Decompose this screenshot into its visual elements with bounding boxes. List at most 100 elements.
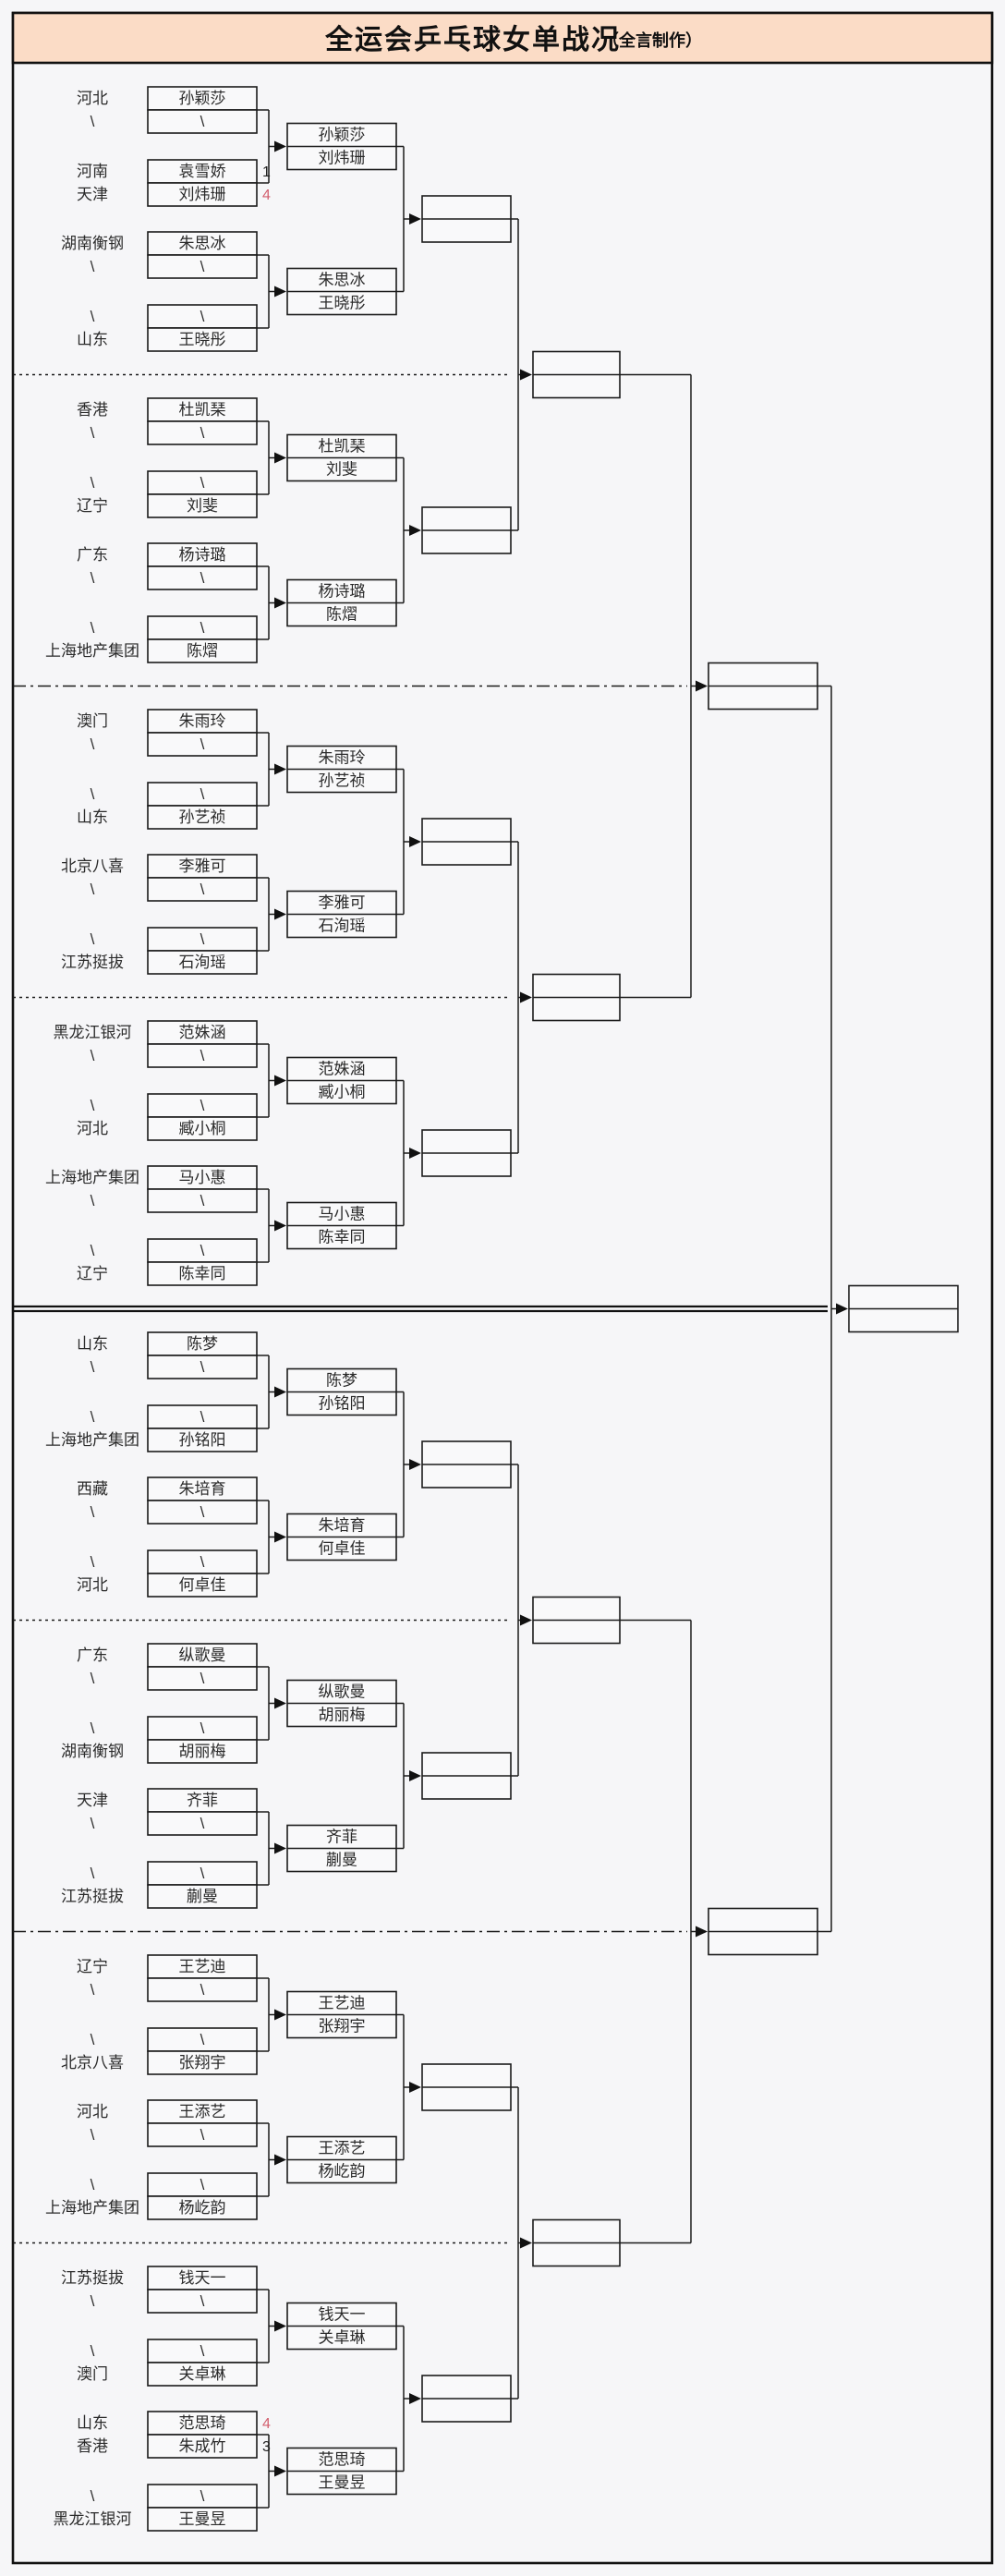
team-label: 江苏挺拔 [61, 954, 124, 971]
player-box [147, 470, 258, 495]
team-label: 香港 [77, 2437, 108, 2455]
arrowhead-icon [274, 597, 286, 609]
player-name: 马小惠 [179, 1169, 226, 1186]
player-box [147, 1977, 258, 2002]
player-box [147, 1788, 258, 1813]
arrowhead-icon [274, 2009, 286, 2021]
player-box [147, 420, 258, 445]
title-credit: （全言制作） [602, 30, 702, 50]
winner-name: 王添艺 [319, 2140, 366, 2157]
team-label: \ [91, 735, 95, 753]
player-name: \ [200, 1815, 205, 1832]
team-label: 河南 [77, 163, 108, 180]
player-box [147, 2339, 258, 2363]
player-box [147, 1020, 258, 1045]
player-name: \ [200, 1358, 205, 1376]
team-label: 河北 [77, 1120, 108, 1137]
team-label: 江苏挺拔 [61, 1888, 124, 1905]
team-label: 天津 [77, 1792, 108, 1809]
winner-name: 纵歌曼 [319, 1683, 366, 1701]
team-label: 上海地产集团 [45, 642, 139, 660]
team-label: \ [91, 785, 95, 803]
team-label: 香港 [77, 401, 108, 419]
player-box [147, 2362, 258, 2387]
player-box [147, 1861, 258, 1886]
player-name: 蒯曼 [187, 1888, 218, 1905]
title-bar [11, 11, 994, 65]
player-box [147, 1954, 258, 1979]
player-name: 杨诗璐 [179, 546, 226, 564]
player-box [147, 182, 258, 207]
player-box [147, 2050, 258, 2075]
player-name: 范思琦 [179, 2414, 226, 2432]
team-label: 山东 [77, 2414, 108, 2432]
winner-name: 陈梦 [326, 1372, 357, 1390]
player-name: 王添艺 [179, 2103, 226, 2120]
player-name: 孙颖莎 [179, 90, 226, 107]
winner-name: 马小惠 [319, 1206, 366, 1223]
player-name: \ [200, 1047, 205, 1064]
winner-name: 孙颖莎 [319, 127, 366, 144]
team-label: \ [91, 1408, 95, 1426]
player-box [147, 231, 258, 256]
player-box [147, 2027, 258, 2052]
winner-name: 张翔宇 [319, 2018, 366, 2035]
arrowhead-icon [274, 2465, 286, 2477]
player-box [147, 1666, 258, 1691]
arrowhead-icon [520, 2237, 532, 2249]
player-name: 钱天一 [179, 2269, 226, 2287]
player-name: 关卓琳 [179, 2365, 226, 2383]
winner-name: 杜凯琹 [319, 438, 366, 456]
arrowhead-icon [409, 1770, 421, 1781]
team-label: \ [91, 113, 95, 130]
player-name: \ [200, 2176, 205, 2193]
player-box [147, 397, 258, 422]
arrowhead-icon [520, 369, 532, 381]
team-label: \ [91, 1242, 95, 1259]
team-label: \ [91, 619, 95, 637]
team-label: 上海地产集团 [45, 1169, 139, 1186]
player-box [147, 2484, 258, 2509]
winner-name: 杨诗璐 [319, 583, 366, 601]
team-label: 山东 [77, 331, 108, 348]
arrowhead-icon [274, 1531, 286, 1543]
player-name: 王曼昱 [179, 2510, 226, 2528]
team-label: \ [91, 2487, 95, 2505]
player-name: 石洵瑶 [179, 954, 226, 971]
arrowhead-icon [274, 1075, 286, 1087]
player-name: \ [200, 1097, 205, 1114]
player-box [147, 709, 258, 734]
player-name: 陈幸同 [179, 1265, 226, 1282]
team-label: \ [91, 1670, 95, 1687]
team-label: 北京八喜 [61, 2054, 124, 2072]
team-label: 北京八喜 [61, 857, 124, 875]
player-box [147, 109, 258, 134]
player-name: \ [200, 2487, 205, 2505]
player-name: 李雅可 [179, 857, 226, 875]
team-label: \ [91, 258, 95, 275]
player-box [147, 1500, 258, 1525]
player-name: 胡丽梅 [179, 1743, 226, 1760]
player-name: \ [200, 1865, 205, 1882]
winner-name: 陈幸同 [319, 1229, 366, 1246]
player-box [147, 1116, 258, 1141]
player-box [147, 805, 258, 830]
arrowhead-icon [274, 908, 286, 920]
player-box [147, 782, 258, 807]
player-box [147, 1716, 258, 1741]
player-name: \ [200, 1670, 205, 1687]
player-name: 朱成竹 [179, 2437, 226, 2455]
player-box [147, 1043, 258, 1068]
player-box [147, 1188, 258, 1213]
team-label: \ [91, 1553, 95, 1571]
team-label: 上海地产集团 [45, 1431, 139, 1449]
team-label: 黑龙江银河 [54, 2510, 132, 2528]
player-name: \ [200, 735, 205, 753]
arrowhead-icon [520, 1614, 532, 1626]
team-label: \ [91, 1865, 95, 1882]
arrowhead-icon [409, 836, 421, 847]
team-label: 天津 [77, 186, 108, 203]
arrowhead-icon [274, 1842, 286, 1854]
